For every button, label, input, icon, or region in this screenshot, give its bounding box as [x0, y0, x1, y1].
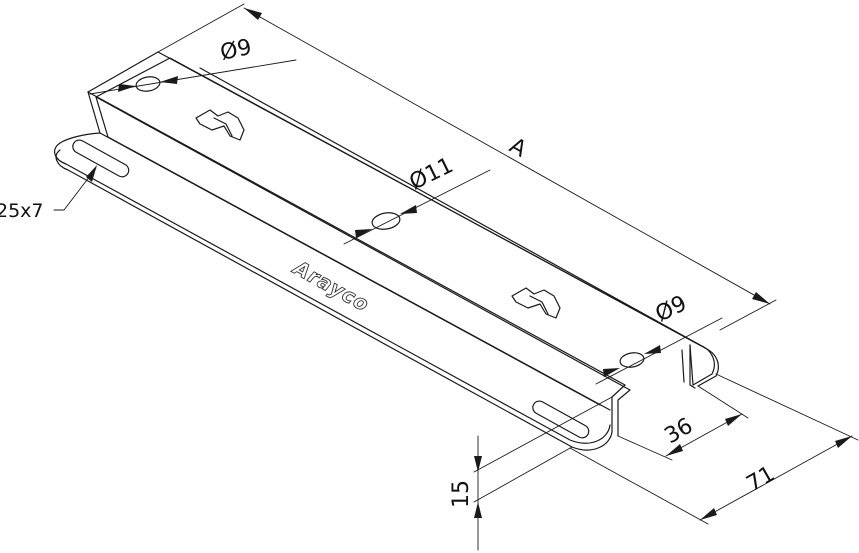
- label-71: 71: [743, 462, 780, 498]
- dimension-slot: 25x7: [0, 165, 97, 222]
- arrow-a-top: [244, 8, 262, 20]
- arrow-hole-bottom-right: [644, 345, 661, 354]
- near-wall-upper: [87, 91, 101, 134]
- far-wall-top: [199, 67, 701, 346]
- near-wall-lower: [95, 96, 109, 138]
- left-end-top-2: [95, 57, 171, 98]
- arrow-a-bottom: [752, 292, 770, 304]
- extension-71-left: [569, 447, 709, 525]
- right-end-wall-2: [681, 349, 685, 383]
- extension-15-bottom: [473, 446, 573, 503]
- flange-inner-edge-2: [107, 136, 611, 411]
- hole-center: [371, 212, 401, 230]
- extension-top: [157, 3, 245, 53]
- dimension-hole-top: Ø9: [89, 35, 297, 95]
- dimension-line-71: [699, 435, 853, 521]
- arrow-71-right: [835, 436, 852, 448]
- arrow-15-top: [474, 456, 482, 472]
- left-end-top: [87, 51, 159, 93]
- dimension-inner-width: 36: [617, 385, 749, 461]
- clips: [195, 109, 561, 319]
- holes: [135, 76, 645, 368]
- arrow-slot: [86, 165, 97, 182]
- extension-36-right: [697, 385, 749, 419]
- arrow-hole-top-left: [118, 84, 136, 92]
- extension-bottom: [719, 299, 777, 331]
- top-surface-near-edge: [87, 91, 626, 386]
- top-surface-near-edge-2: [95, 96, 631, 391]
- label-hole-center: Ø11: [406, 153, 458, 195]
- arrow-36-left: [666, 444, 683, 456]
- arrow-hole-center-right: [400, 205, 417, 214]
- dimension-line-a: [243, 7, 771, 305]
- slots: [72, 139, 590, 439]
- dimension-length: A: [157, 3, 777, 331]
- right-end-wall: [689, 344, 696, 389]
- logo: Arayco: [288, 254, 374, 316]
- arrow-hole-top-right: [160, 76, 178, 84]
- label-a: A: [505, 133, 530, 162]
- label-36: 36: [661, 414, 698, 450]
- extension-71-right: [715, 373, 859, 441]
- arrow-hole-bottom-left: [603, 368, 620, 377]
- arrow-15-bottom: [474, 502, 482, 518]
- label-slot: 25x7: [0, 200, 44, 222]
- label-15: 15: [449, 480, 474, 508]
- leader-hole-center: [343, 169, 491, 245]
- top-surface-edge-2: [169, 57, 706, 349]
- label-hole-top: Ø9: [218, 35, 254, 66]
- dimension-hole-center: Ø11: [343, 153, 491, 245]
- flange-left-end: [59, 132, 101, 144]
- flange-outer-edge-2: [55, 149, 613, 451]
- slot-right: [532, 400, 590, 439]
- flange-outer-edge: [54, 142, 611, 444]
- bracket-body: [54, 51, 719, 451]
- right-flange: [689, 344, 715, 386]
- arrow-71-left: [700, 508, 717, 520]
- clip-right: [511, 287, 561, 319]
- right-end-channel-2: [617, 389, 631, 437]
- right-flange-2: [697, 347, 719, 387]
- clip-left: [195, 109, 245, 141]
- hole-bottom: [619, 352, 645, 368]
- extension-15-top: [473, 396, 613, 473]
- extension-36-left: [617, 435, 673, 461]
- dimension-hole-bottom: Ø9: [595, 291, 723, 385]
- arrow-36-right: [725, 414, 742, 426]
- leader-slot: [53, 167, 97, 211]
- dimension-height: 15: [449, 396, 613, 551]
- arrow-hole-center-left: [355, 229, 372, 238]
- slot-left: [72, 139, 130, 178]
